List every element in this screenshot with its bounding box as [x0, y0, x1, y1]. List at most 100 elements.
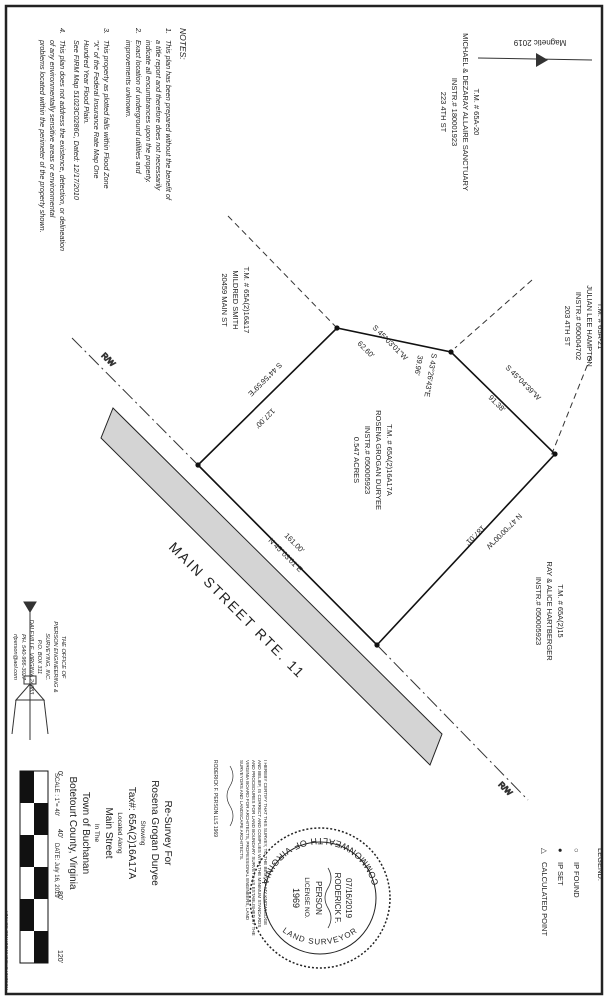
transit-instrument — [23, 675, 37, 685]
ip-set-icon: ● — [556, 848, 565, 853]
scale-tick-label: 0' — [56, 771, 63, 776]
note-line: problems located within the perimeter of… — [38, 39, 47, 233]
parcel-label-line: 203 4TH ST — [563, 306, 572, 347]
note-number: 2. — [134, 27, 143, 34]
parcel-label-line: INSTR.# 050004702 — [574, 292, 583, 360]
firm-line: SURVEYING, INC. — [44, 633, 50, 680]
cert-line: AND PROCEDURES FOR LAND BOUNDARY SURVEYS… — [251, 760, 256, 936]
parcel-label-line: JULIAN LEE HAMPTON — [585, 285, 594, 367]
title-line: Town of Buchanan — [80, 792, 91, 874]
cert-signer: RODERICK F. PERSON LLS 1969 — [212, 760, 218, 837]
title-line: Rosena Grogan Duryee — [149, 780, 160, 886]
cert-line: VIRGINIA BOARD FOR ARCHITECTS, PROFESSIO… — [245, 760, 250, 921]
adjoiner-line-north — [454, 279, 533, 349]
parcel-label-line: T.M. # 65A-21 — [596, 303, 605, 350]
title-line: In The — [93, 824, 100, 843]
title-line: Re-Survey For — [162, 800, 173, 866]
parcel-label-line: T.M. # 65A(2)16A17A — [385, 424, 394, 496]
firm-line: rfperson@aol.com — [12, 634, 18, 680]
parcel-label-line: MICHAEL & DEZARAY ALLAIRE SANCTUARY — [461, 33, 470, 191]
scale-label: SCALE : 1"= 40' — [53, 773, 59, 816]
legend-label: IP SET — [556, 862, 565, 886]
note-line: indicate all encumbrances upon the prope… — [144, 40, 153, 183]
subject-parcel-label: T.M. # 65A(2)16A17A ROSENA GROGAN DURYEE… — [352, 410, 394, 510]
parcel-label-line: T.M. # 65A(2)15 — [556, 584, 565, 637]
firm-line: PIERSON ENGINEERING & — [52, 621, 58, 692]
magnetic-label: Magnetic 2019 — [513, 38, 566, 47]
seal-license-label: LICENSE NO. — [303, 877, 310, 918]
note-line: Exact location of underground utilities … — [134, 40, 143, 174]
rw-line-upper — [71, 337, 199, 466]
seal-signature — [324, 867, 332, 929]
parcel-label-line: INSTR.# 180001923 — [450, 78, 459, 146]
cert-line: SURVEYORS AND LANDSCAPE ARCHITECTS. — [239, 760, 244, 860]
parcel-label-line: ROSENA GROGAN DURYEE — [374, 410, 383, 510]
transit-logo-icon — [11, 601, 49, 740]
note-line: This property as plotted falls within Fl… — [102, 40, 111, 189]
ip-set-icon — [334, 325, 340, 331]
scale-bar: 0' 40' 80' 120' — [19, 770, 63, 964]
legend: LEGEND: ○ IP FOUND ● IP SET △ CALCULATED… — [540, 848, 605, 936]
scale-tick-label: 40' — [56, 829, 63, 838]
magnetic-north-arrow: Magnetic 2019 — [477, 38, 593, 67]
adjoiner-lines — [227, 215, 592, 457]
adjoiner-label-65a2-15: T.M. # 65A(2)15 RAY & ALICE HARTBERGER I… — [534, 561, 565, 661]
title-line: Located Along — [116, 812, 123, 854]
scale-bar-segment — [34, 867, 48, 899]
note-line: This plan does not address the existence… — [58, 40, 67, 251]
seal-name: PERSON — [314, 881, 323, 915]
note-number: 1. — [164, 28, 173, 34]
ip-set-icon — [552, 451, 558, 457]
parcel-label-line: 20459 MAIN ST — [220, 273, 229, 327]
firm-block: THE OFFICE OF PIERSON ENGINEERING & SURV… — [12, 620, 66, 695]
title-line: Main Street — [103, 807, 114, 858]
note-line: Hundred Year Flood Plain. — [82, 40, 91, 124]
title-block: Re-Survey For Rosena Grogan Duryee Showi… — [53, 773, 173, 898]
firm-line: PH. 540-966-3027 — [20, 634, 26, 681]
file-reference: ROSENA GROGAN DURYEE SURVEY — [4, 910, 9, 990]
firm-line: DALEVILLE, VIRGINIA 24083 — [28, 620, 34, 695]
note-line: This plan has been prepared without the … — [164, 40, 173, 201]
date-label: DATE: July 16, 2019 — [53, 843, 59, 898]
signature-line — [226, 765, 234, 827]
parcel-label-line: T.M. # 65A-20 — [472, 89, 481, 136]
cert-line: I HEREBY CERTIFY THAT THIS SURVEY, TO TH… — [263, 760, 268, 925]
sheet-border — [4, 4, 604, 996]
transit-tripod-leg — [43, 699, 49, 735]
transit-tripod-leg — [11, 699, 17, 735]
ip-set-icon — [374, 642, 380, 648]
north-arrow-line — [477, 57, 593, 61]
parcel-label-line: INSTR.# 050005923 — [363, 426, 372, 494]
parcel-label-line: MILDRED SMITH — [231, 270, 240, 329]
parcel-label-line: INSTR.# 050005923 — [534, 577, 543, 645]
transit-logo-arrow — [23, 601, 37, 613]
seal-date: 07/16/2019 — [344, 878, 353, 919]
scale-tick-label: 80' — [56, 891, 63, 900]
subject-parcel — [195, 325, 558, 648]
parcel-label-line: T.M. # 65A(2)16&17 — [242, 267, 251, 334]
notes-block: NOTES: 1. This plan has been prepared wi… — [38, 27, 188, 251]
ip-found-icon: ○ — [572, 848, 581, 853]
seal-license-number: 1969 — [291, 888, 301, 908]
cert-line: AND BELIEF, IS CORRECT AND COMPLIES WITH… — [257, 760, 262, 927]
firm-line: P.O. BOX 311 — [36, 640, 42, 674]
rw-line-lower — [376, 644, 529, 801]
note-number: 4. — [58, 28, 67, 34]
note-line: a title report and therefore does not ne… — [154, 40, 163, 191]
firm-line: THE OFFICE OF — [60, 636, 66, 679]
certification-block: I HEREBY CERTIFY THAT THIS SURVEY, TO TH… — [212, 760, 268, 936]
north-arrow-head-icon — [536, 53, 548, 67]
ip-set-icon — [448, 349, 454, 355]
scale-bar-segment — [20, 771, 34, 803]
scale-bar-segment — [34, 931, 48, 963]
title-line: Showing — [139, 821, 146, 846]
adjoiner-line-west — [227, 215, 338, 329]
scale-bar-segment — [20, 899, 34, 931]
parcel-label-line: 223 4TH ST — [439, 92, 448, 133]
note-line: See FIRM Map 51023C0286C, Dated: 12/17/2… — [72, 40, 81, 200]
legend-label: CALCULATED POINT — [540, 862, 549, 936]
parcel-label-line: 0.547 ACRES — [352, 437, 361, 483]
note-line: improvements unknown. — [124, 40, 133, 118]
